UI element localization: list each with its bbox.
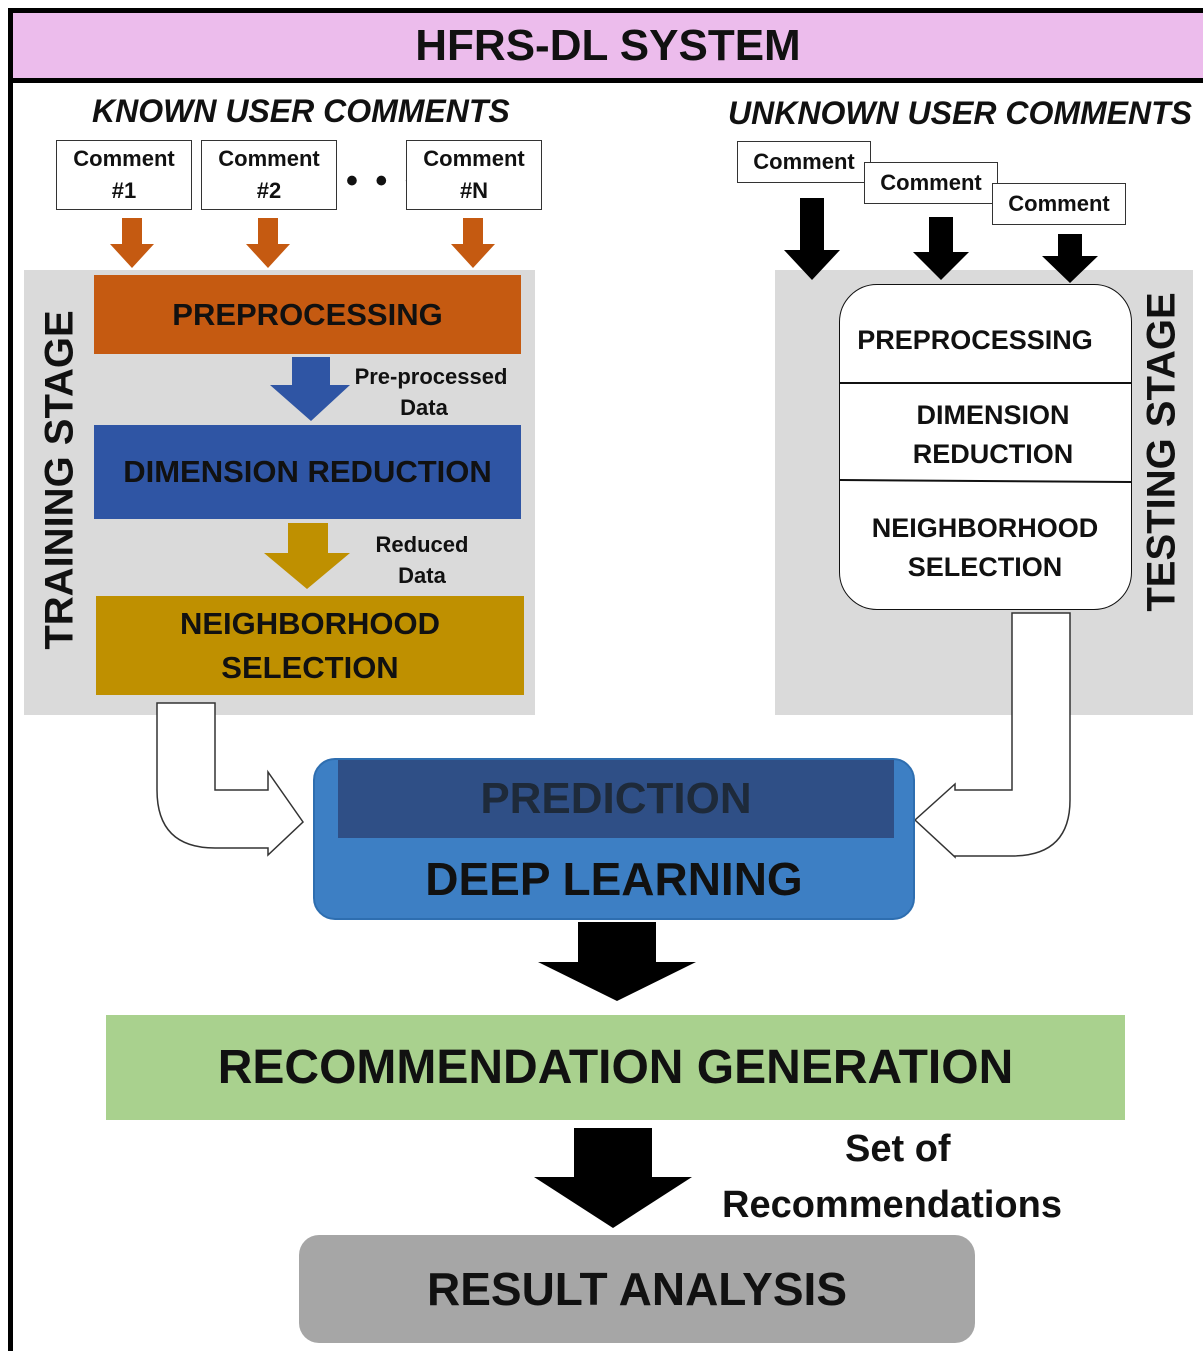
unknown-comment-2: Comment [864,162,998,204]
testing-dimension-reduction: DIMENSION REDUCTION [860,393,1126,477]
training-neighborhood-line1: NEIGHBORHOOD [179,605,441,641]
preprocessed-data-line1: Pre-processed [354,364,508,389]
testing-divider-1 [840,382,1131,384]
down-arrow-icon [1042,234,1098,283]
training-neighborhood-selection-block: NEIGHBORHOOD SELECTION [96,596,524,695]
known-comment-n-label: Comment [423,146,525,171]
unknown-comment-3: Comment [992,183,1126,225]
testing-neighborhood-line1: NEIGHBORHOOD [871,513,1099,543]
result-analysis-block: RESULT ANALYSIS [299,1235,975,1343]
down-arrow-icon [451,218,495,268]
ellipsis-dots: • • • [346,162,421,200]
black-down-arrow-icon [538,922,696,1001]
down-arrow-icon [246,218,290,268]
known-comment-2: Comment #2 [201,140,337,210]
known-comment-1: Comment #1 [56,140,192,210]
testing-dimension-line1: DIMENSION [916,400,1070,430]
known-comment-arrows [110,218,495,268]
testing-neighborhood-line2: SELECTION [907,552,1063,582]
black-down-arrow-icon [534,1128,692,1228]
recommendations-label: Recommendations [722,1184,1062,1226]
known-comment-1-number: #1 [111,178,137,203]
known-comment-2-number: #2 [256,178,282,203]
testing-neighborhood-selection: NEIGHBORHOOD SELECTION [852,506,1118,590]
recommendation-generation-block: RECOMMENDATION GENERATION [106,1015,1125,1120]
down-arrow-icon [110,218,154,268]
known-comment-n-number: #N [459,178,489,203]
known-comment-1-label: Comment [73,146,175,171]
testing-to-prediction-arrow-icon [913,612,1071,859]
testing-preprocessing: PREPROCESSING [857,324,1093,355]
preprocessed-data-line2: Data [400,395,448,420]
diagram-title: HFRS-DL SYSTEM [8,8,1203,83]
unknown-comments-heading: UNKNOWN USER COMMENTS [728,95,1192,131]
training-preprocessing-block: PREPROCESSING [94,275,521,354]
prediction-band: PREDICTION [338,760,894,838]
down-arrow-icon [913,217,969,280]
down-arrow-icon [784,198,840,280]
testing-pipeline-box [839,284,1132,610]
known-comment-2-label: Comment [218,146,320,171]
reduced-data-line1: Reduced [375,532,469,557]
set-of-label: Set of [845,1128,951,1170]
training-neighborhood-line2: SELECTION [221,649,399,685]
gold-down-arrow-icon [264,523,350,589]
testing-dimension-line2: REDUCTION [912,439,1074,469]
reduced-data-label: Reduced Data [362,529,482,591]
training-dimension-reduction-block: DIMENSION REDUCTION [94,425,521,519]
deep-learning-label: DEEP LEARNING [425,853,803,905]
known-comment-n: Comment #N [406,140,542,210]
blue-down-arrow-icon [270,357,350,421]
known-comments-heading: KNOWN USER COMMENTS [92,93,510,129]
training-to-prediction-arrow-icon [156,702,304,857]
unknown-comment-1: Comment [737,141,871,183]
reduced-data-line2: Data [398,563,446,588]
preprocessed-data-label: Pre-processed Data [352,361,510,423]
unknown-comment-arrows [784,198,1098,283]
